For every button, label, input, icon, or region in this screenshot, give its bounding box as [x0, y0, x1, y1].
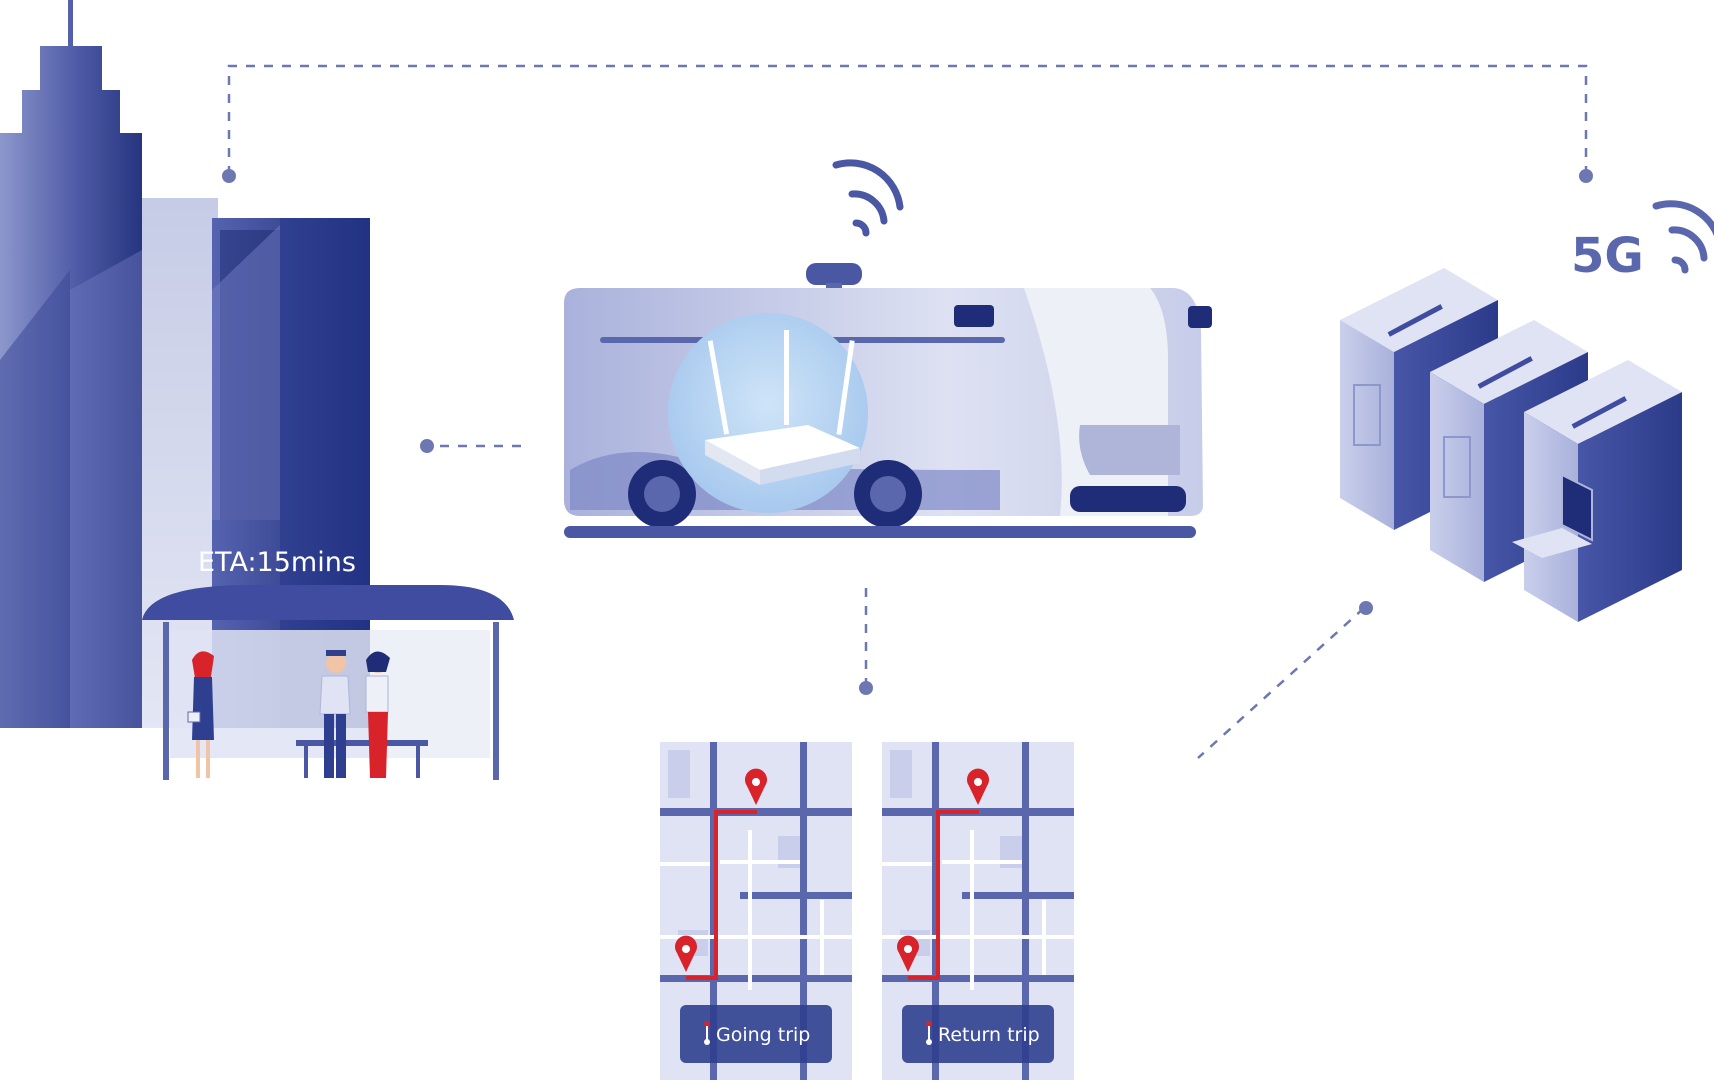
connector-lines — [227, 64, 1588, 759]
passengers — [187, 650, 390, 778]
network-label: 5G — [1571, 228, 1644, 284]
trip-badge-going[interactable]: Going trip — [680, 1005, 832, 1063]
connector-dots — [222, 169, 1593, 695]
location-pin-icon — [897, 935, 919, 972]
server-racks — [1340, 268, 1682, 622]
wifi-signal-icon — [832, 159, 904, 237]
location-pin-icon — [745, 768, 767, 805]
passenger-man — [319, 650, 351, 778]
passenger-woman-red — [365, 651, 390, 778]
autonomous-bus — [564, 263, 1212, 538]
going-trip-label: Going trip — [716, 1024, 810, 1046]
location-pin-icon — [675, 935, 697, 972]
location-pin-icons — [675, 768, 989, 972]
trip-pin-icon — [926, 1021, 932, 1045]
router-icon — [668, 313, 868, 513]
server-rack-3 — [1512, 360, 1682, 622]
server-connector — [1197, 607, 1365, 759]
network-label-group: 5G — [1571, 200, 1714, 284]
trip-pin-icon — [704, 1021, 710, 1045]
location-pin-icon — [967, 768, 989, 805]
server-vents — [1387, 304, 1627, 429]
5g-wifi-icon — [1652, 200, 1714, 274]
trip-badge-return[interactable]: Return trip — [902, 1005, 1054, 1063]
top-connector — [227, 64, 1588, 175]
eta-label: ETA:15mins — [198, 547, 356, 578]
return-trip-label: Return trip — [938, 1024, 1040, 1046]
passenger-woman-phone — [187, 651, 214, 778]
